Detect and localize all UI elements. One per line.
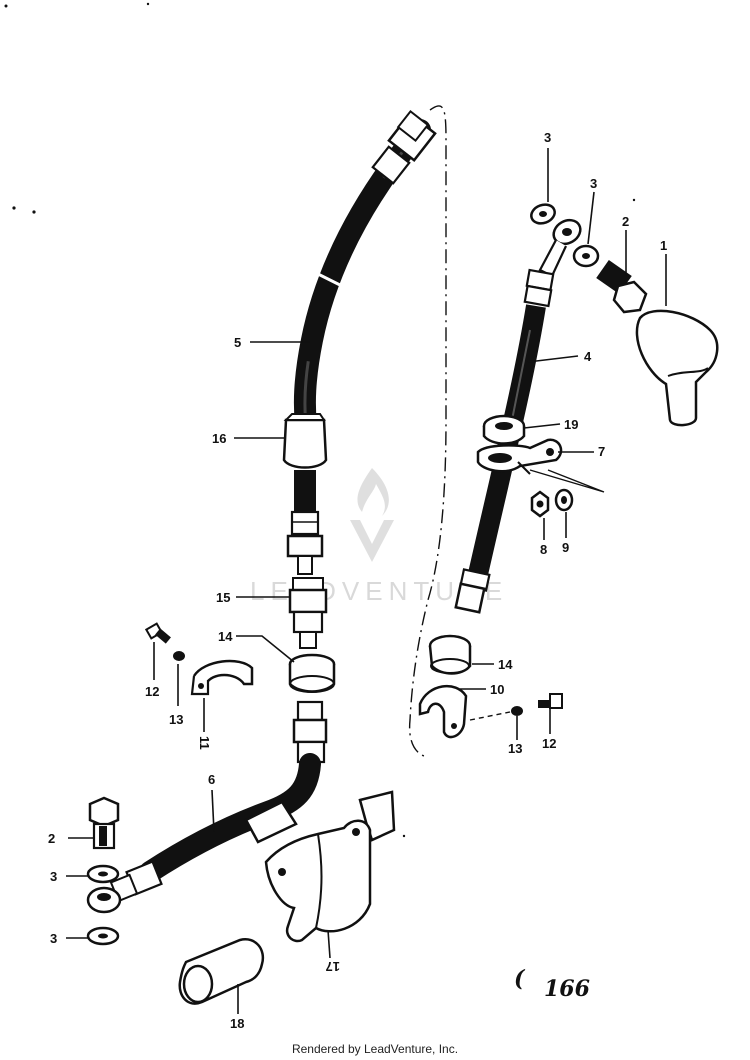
callout-14-left: 14: [218, 629, 233, 644]
callout-9: 9: [562, 540, 569, 555]
watermark-logo: [350, 468, 394, 562]
callout-3-upper-a: 3: [544, 130, 551, 145]
callout-14-right: 14: [498, 657, 513, 672]
page-number: 166: [544, 976, 590, 1002]
washer-3-lower-b: [86, 926, 120, 946]
sleeve-18: [178, 938, 265, 1005]
master-cylinder-1: [635, 309, 719, 427]
washer-3-upper-a: [530, 203, 556, 225]
bracket-plate-7: [476, 438, 563, 475]
callout-18: 18: [230, 1016, 244, 1031]
callout-1: 1: [660, 238, 667, 253]
lock-washer-9: [554, 488, 574, 512]
callout-5: 5: [234, 335, 241, 350]
callout-11: 11: [197, 736, 212, 750]
washer-3-lower-a: [86, 864, 120, 884]
nut-13-right: [511, 706, 523, 716]
callout-16: 16: [212, 431, 226, 446]
page-mark: (: [514, 966, 526, 992]
grommet-19: [482, 414, 526, 445]
bolt-12-right: [538, 693, 563, 709]
callout-3-lower-a: 3: [50, 869, 57, 884]
leader-7-group: [529, 469, 605, 493]
brake-hose-5: [293, 109, 437, 436]
callout-17: 17: [326, 959, 340, 974]
callout-3-lower-b: 3: [50, 931, 57, 946]
callout-6: 6: [208, 772, 215, 787]
callout-10: 10: [490, 682, 504, 697]
routing-line: [408, 105, 447, 757]
bolt-12-left: [144, 622, 171, 644]
nut-8: [530, 490, 550, 518]
dashed-leader-13-right: [469, 711, 511, 721]
brake-hose-6: [109, 700, 328, 903]
clamp-10: [418, 684, 468, 739]
callout-2-upper: 2: [622, 214, 629, 229]
hose-protector-16: [282, 413, 328, 469]
callout-7: 7: [598, 444, 605, 459]
callout-19: 19: [564, 417, 578, 432]
joint-15: [288, 577, 328, 649]
nut-13-left: [173, 651, 185, 661]
callout-12-left: 12: [145, 684, 159, 699]
callout-3-upper-b: 3: [590, 176, 597, 191]
banjo-fitting-lower: [86, 886, 122, 914]
hose-5-fitting: [286, 510, 324, 575]
union-bolt-2-upper: [596, 259, 648, 314]
scan-specks: [4, 2, 636, 838]
callout-15: 15: [216, 590, 230, 605]
callout-8: 8: [540, 542, 547, 557]
clamp-11: [190, 659, 254, 696]
union-bolt-2-lower: [88, 796, 120, 850]
leader-lines: [66, 148, 667, 1014]
grommet-14-left: [288, 653, 336, 693]
washer-3-upper-b: [572, 244, 600, 268]
callout-13-left: 13: [169, 712, 183, 727]
footer-credit: Rendered by LeadVenture, Inc.: [291, 1042, 459, 1056]
callout-12-right: 12: [542, 736, 556, 751]
callout-13-right: 13: [508, 741, 522, 756]
callout-4: 4: [584, 349, 592, 364]
hose-5-lower: [294, 470, 316, 514]
grommet-14-right: [428, 634, 472, 675]
bracket-17: [264, 790, 396, 943]
callout-2-lower: 2: [48, 831, 55, 846]
